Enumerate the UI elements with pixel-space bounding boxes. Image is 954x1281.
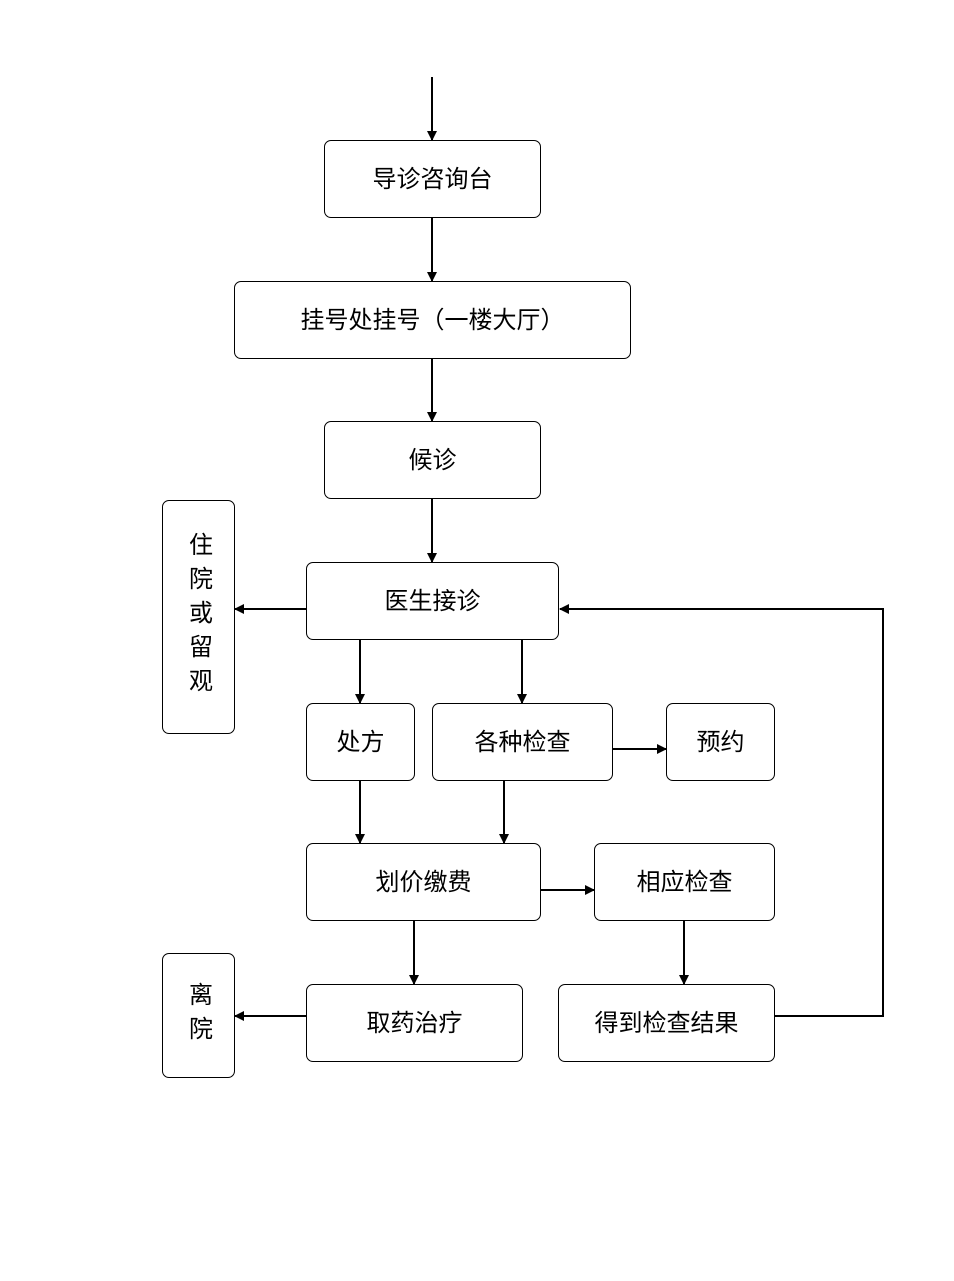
prescription-label: 处方 <box>336 728 385 756</box>
appointment-node: 预约 <box>666 703 775 781</box>
corresponding-exam-node: 相应检查 <box>594 843 775 921</box>
medicine-treatment-label: 取药治疗 <box>366 1009 463 1037</box>
waiting-label: 候诊 <box>408 446 457 474</box>
examinations-label: 各种检查 <box>474 728 571 756</box>
registration-node: 挂号处挂号（一楼大厅） <box>234 281 631 359</box>
examinations-node: 各种检查 <box>432 703 613 781</box>
medicine-treatment-node: 取药治疗 <box>306 984 523 1062</box>
arrow-results-back-to-doctor <box>559 604 884 1017</box>
exam-results-label: 得到检查结果 <box>594 1009 739 1037</box>
prescription-node: 处方 <box>306 703 415 781</box>
exam-results-node: 得到检查结果 <box>558 984 775 1062</box>
corresponding-exam-label: 相应检查 <box>636 868 733 896</box>
registration-label: 挂号处挂号（一楼大厅） <box>300 306 565 334</box>
discharge-label: 离院 <box>184 981 213 1050</box>
waiting-node: 候诊 <box>324 421 541 499</box>
hospitalize-node: 住院或留观 <box>162 500 235 734</box>
guide-desk-label: 导诊咨询台 <box>372 165 493 193</box>
hospitalize-label: 住院或留观 <box>184 532 213 702</box>
guide-desk-node: 导诊咨询台 <box>324 140 541 218</box>
payment-label: 划价缴费 <box>375 868 472 896</box>
doctor-node: 医生接诊 <box>306 562 559 640</box>
payment-node: 划价缴费 <box>306 843 541 921</box>
doctor-label: 医生接诊 <box>384 587 481 615</box>
appointment-label: 预约 <box>696 728 745 756</box>
discharge-node: 离院 <box>162 953 235 1078</box>
